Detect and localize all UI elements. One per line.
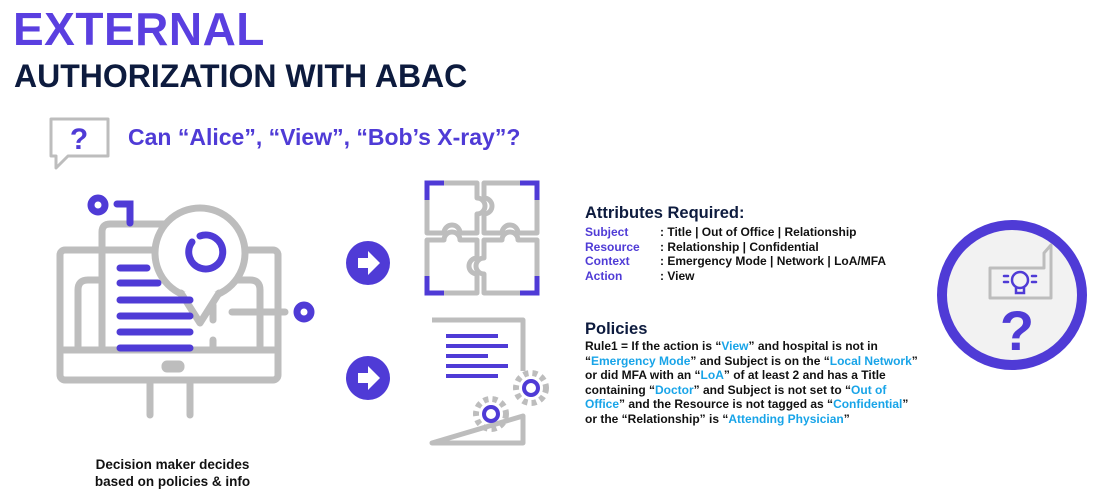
policy-rule-text: Rule1 = If the action is “View” and hosp… xyxy=(585,339,920,427)
monitor-document-icon xyxy=(56,194,315,419)
attribute-key: Subject xyxy=(585,225,629,239)
access-question: Can “Alice”, “View”, “Bob’s X-ray”? xyxy=(128,124,521,150)
title-line2: AUTHORIZATION WITH ABAC xyxy=(14,58,468,94)
attribute-value: : View xyxy=(660,268,695,283)
rule-highlight-term: View xyxy=(721,339,749,353)
attribute-key: Action xyxy=(585,268,623,283)
attribute-key: Context xyxy=(585,254,630,268)
attributes-required: Attributes Required: Subject : Title | Ou… xyxy=(585,204,886,283)
rule-highlight-term: Doctor xyxy=(655,382,694,397)
rule-text-segment: ” xyxy=(843,411,850,426)
attribute-value: : Emergency Mode | Network | LoA/MFA xyxy=(660,254,887,268)
svg-text:?: ? xyxy=(70,123,88,156)
rule-text-segment: ” and hospital is not in “ xyxy=(585,339,878,368)
attribute-value: : Title | Out of Office | Relationship xyxy=(660,225,857,239)
caption-line1: Decision maker decides xyxy=(95,457,250,472)
rule-text-segment: ” or did MFA with an “ xyxy=(585,353,918,383)
rule-text-segment: ” and Subject is not set to “ xyxy=(693,382,852,397)
rule-highlight-term: Attending Physician xyxy=(728,411,844,426)
title-line1: EXTERNAL xyxy=(13,3,265,55)
rule-text-segment: ” or the “Relationship” is “ xyxy=(585,397,909,426)
rule-highlight-term: Confidential xyxy=(833,397,903,412)
arrow-right-icon xyxy=(346,356,390,400)
attribute-row-resource: Resource : Relationship | Confidential xyxy=(585,240,886,255)
attribute-row-subject: Subject : Title | Out of Office | Relatio… xyxy=(585,225,886,240)
attributes-heading: Attributes Required: xyxy=(585,204,745,222)
policies-heading: Policies xyxy=(585,320,648,338)
policy-document-gears-icon xyxy=(429,317,549,446)
attribute-key: Resource xyxy=(585,239,640,254)
decision-maker-caption: Decision maker decides based on policies… xyxy=(60,456,285,490)
attribute-row-context: Context : Emergency Mode | Network | LoA/… xyxy=(585,254,886,269)
rule-text-segment: ” of at least 2 and has a Title containi… xyxy=(585,368,886,397)
rule-highlight-term: LoA xyxy=(700,368,724,383)
rule-highlight-term: Local Network xyxy=(829,353,912,368)
rule-text-segment: Rule1 = If the action is “ xyxy=(585,339,722,353)
puzzle-icon xyxy=(424,180,540,296)
svg-text:?: ? xyxy=(1000,299,1034,360)
rule-highlight-term: Out of Office xyxy=(585,382,887,412)
rule-highlight-term: Emergency Mode xyxy=(591,353,691,368)
idea-question-icon: ? xyxy=(937,220,1087,370)
attribute-value: : Relationship | Confidential xyxy=(660,239,819,254)
caption-line2: based on policies & info xyxy=(94,474,251,489)
rule-text-segment: ” and Subject is on the “ xyxy=(690,353,830,368)
arrow-right-icon xyxy=(346,241,390,285)
attribute-row-action: Action : View xyxy=(585,269,886,284)
rule-text-segment: ” and the Resource is not tagged as “ xyxy=(619,397,834,412)
policies: Policies Rule1 = If the action is “View”… xyxy=(585,320,920,427)
question-bubble-icon: ? xyxy=(49,117,110,170)
